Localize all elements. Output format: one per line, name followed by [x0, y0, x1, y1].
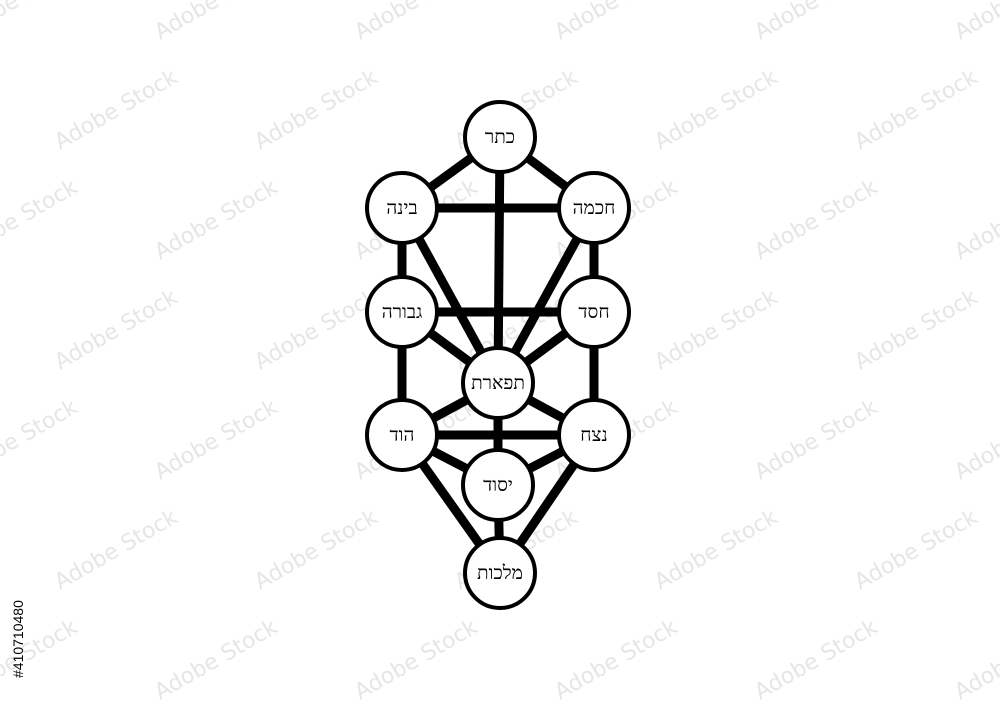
sefirah-yesod: יסוד: [461, 448, 535, 522]
sefirah-label: יסוד: [483, 474, 513, 496]
sefirah-binah: בינה: [365, 171, 439, 245]
sefirot-layer: כתר בינה חכמה גבורה חסד תפארת הוד נצח יסוד מלכות: [365, 100, 631, 610]
sefirah-tiferet: תפארת: [461, 346, 535, 420]
sefirah-circle: [463, 100, 537, 174]
sefirah-label: בינה: [386, 197, 417, 219]
sefirah-circle: [557, 275, 631, 349]
sefirah-circle: [463, 536, 537, 610]
sefirah-circle: [365, 275, 439, 349]
sefirah-gevurah: גבורה: [365, 275, 439, 349]
sefirah-netzach: נצח: [557, 398, 631, 472]
sefirah-label: מלכות: [477, 562, 523, 584]
sefirah-circle: [365, 171, 439, 245]
sefirah-chesed: חסד: [557, 275, 631, 349]
sefirah-hod: הוד: [365, 398, 439, 472]
sefirah-chokhmah: חכמה: [557, 171, 631, 245]
sefirah-circle: [365, 398, 439, 472]
stock-id-label: #410710480: [10, 600, 26, 678]
sefirah-label: הוד: [390, 424, 415, 446]
sefirah-label: תפארת: [471, 372, 525, 394]
sefirah-label: חסד: [578, 301, 609, 323]
sefirah-label: כתר: [485, 126, 515, 148]
sefirah-label: נצח: [580, 424, 607, 446]
stock-id-text: #410710480: [10, 600, 26, 678]
sefirah-circle: [557, 171, 631, 245]
sefirah-circle: [557, 398, 631, 472]
sefirah-keter: כתר: [463, 100, 537, 174]
path-keter-tiferet: [493, 136, 505, 384]
sefirah-label: גבורה: [382, 301, 423, 323]
sefirah-circle: [461, 346, 535, 420]
sefirah-label: חכמה: [573, 197, 616, 219]
sefirah-malkhut: מלכות: [463, 536, 537, 610]
sefirah-circle: [461, 448, 535, 522]
